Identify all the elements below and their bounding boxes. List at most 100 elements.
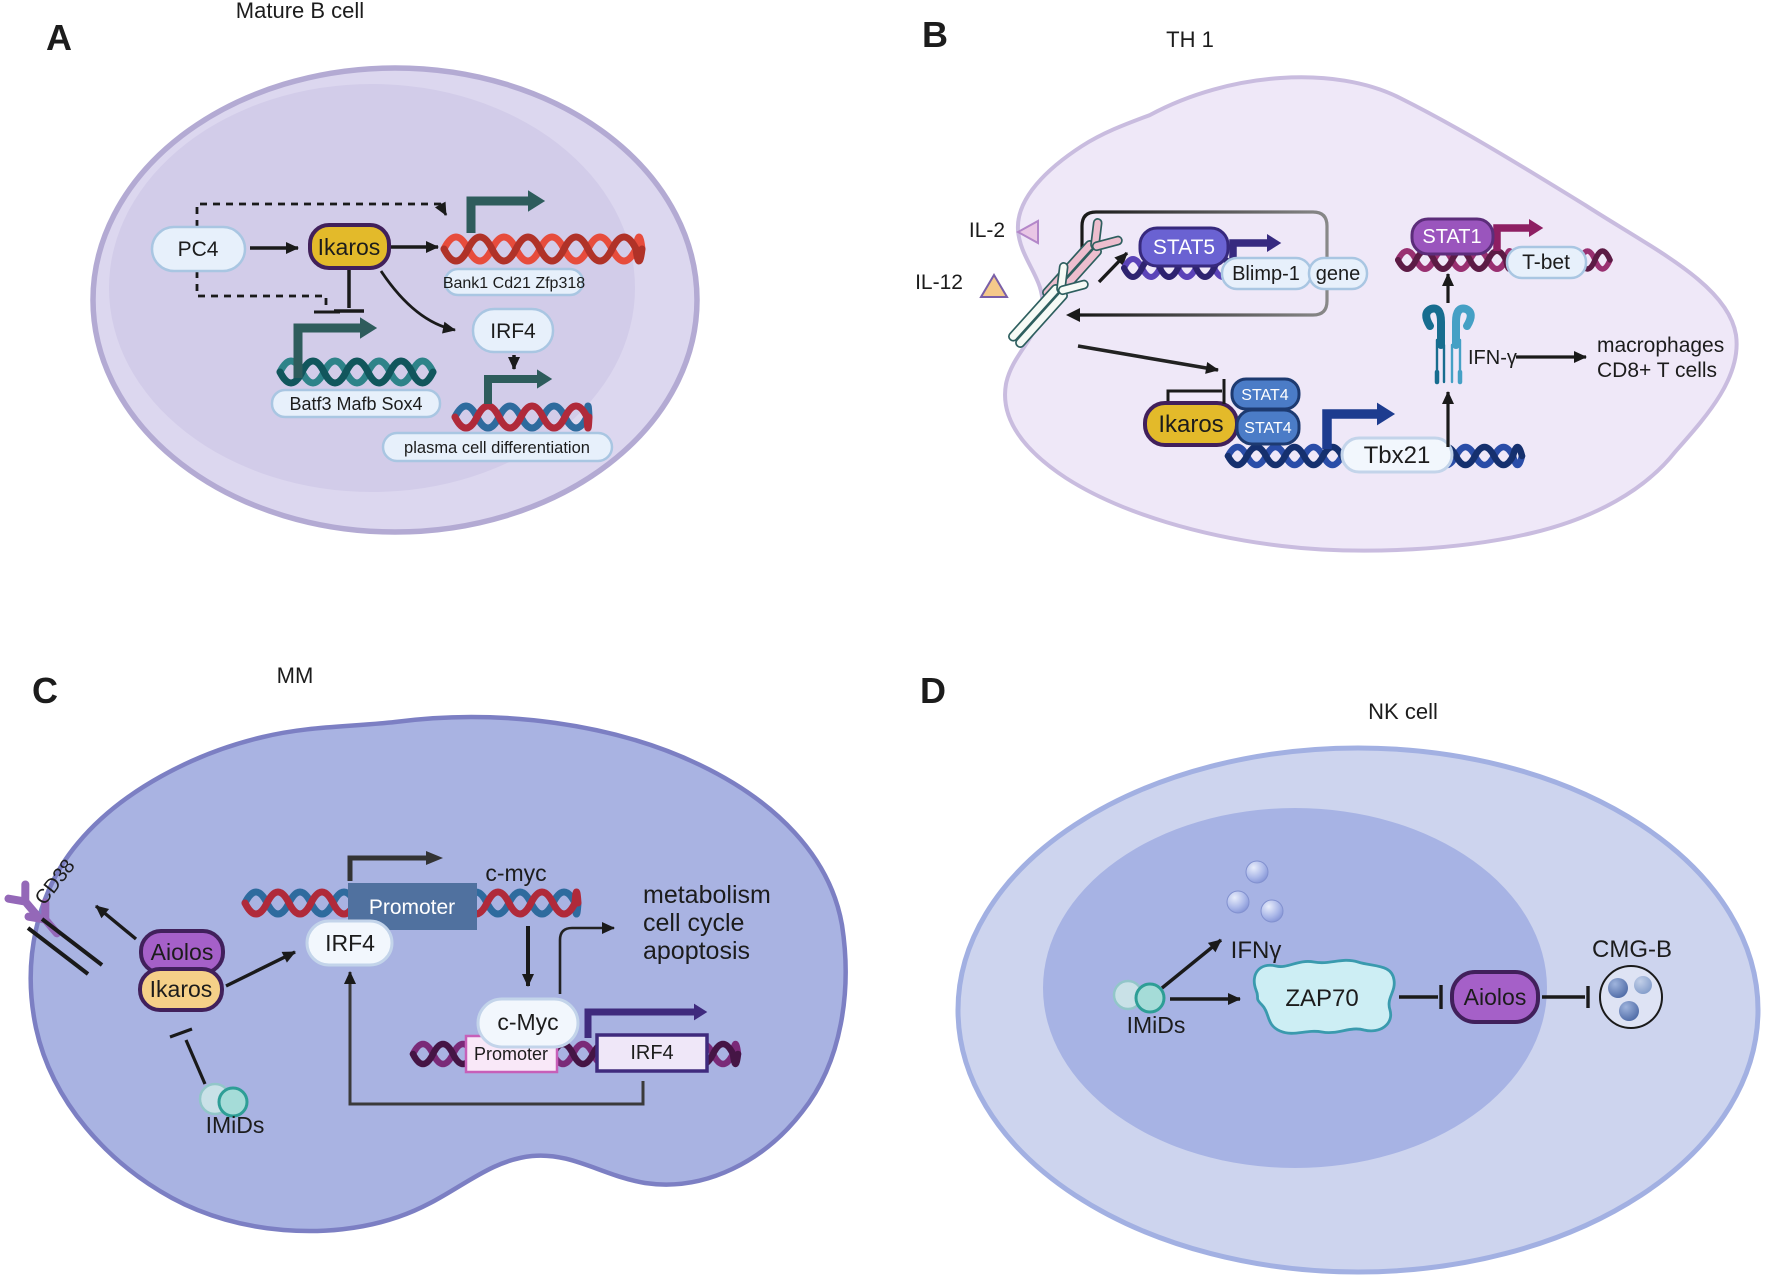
stat4-node-top: STAT4 (1230, 377, 1301, 411)
imids-molecule-2-c (217, 1086, 249, 1118)
feedback-loop (1078, 210, 1329, 317)
ikaros-node-b: Ikaros (1143, 401, 1239, 447)
dna-plasma (451, 402, 593, 432)
arrow-il12r-stat4 (1077, 344, 1219, 374)
aiolos-label-c: Aiolos (151, 939, 214, 965)
aiolos-label-d: Aiolos (1464, 984, 1527, 1010)
svg-text:T-bet: T-bet (1522, 251, 1570, 274)
stat4-node-bottom: STAT4 (1235, 408, 1301, 446)
irf4-promoter-label: Promoter (474, 1044, 548, 1064)
pc4-node: PC4 (150, 225, 247, 273)
il12-label: IL-12 (915, 271, 963, 294)
stat1-label: STAT1 (1422, 226, 1481, 248)
promoter-arrow-tbet (1493, 219, 1544, 251)
gene-label: gene (1307, 256, 1369, 291)
cmgb-granule-2 (1634, 976, 1652, 994)
irf4-gene-label: IRF4 (630, 1042, 673, 1064)
promoter-arrow-tbx21 (1322, 402, 1396, 449)
irf4-label-a: IRF4 (490, 320, 536, 343)
svg-text:Batf3 Mafb Sox4: Batf3 Mafb Sox4 (289, 394, 422, 414)
ifng-label-b: IFN-γ (1468, 347, 1517, 369)
blimp1-gene-label: Blimp-1 (1220, 256, 1313, 291)
imids-molecule-2-d (1134, 982, 1166, 1014)
bank1-gene-label: Bank1 Cd21 Zfp318 (443, 267, 585, 297)
membrane-tick-2 (40, 917, 104, 967)
cmgb-label: CMG-B (1592, 936, 1672, 963)
stat5-label: STAT5 (1153, 236, 1215, 259)
ifng-sphere-2 (1226, 890, 1250, 914)
arrow-ikaros-irf4-c (225, 950, 296, 988)
pc4-label: PC4 (178, 238, 219, 261)
panel-title-c: MM (277, 663, 314, 688)
arrow-imids-ifng (1160, 938, 1223, 990)
promoter-arrow-cmyc (347, 855, 426, 881)
dashed-inhibition-pc4-batf3 (195, 271, 328, 309)
il12-receptor-icon (1008, 262, 1089, 348)
panel-letter-a: A (46, 17, 72, 58)
batf3-gene-label: Batf3 Mafb Sox4 (270, 388, 442, 419)
tbet-gene-label: T-bet (1505, 245, 1588, 280)
arrow-il2r-stat5 (1097, 251, 1129, 284)
membrane-tick-1 (26, 926, 90, 976)
stat4-label-top: STAT4 (1241, 387, 1289, 404)
irf4-node-c: IRF4 (305, 919, 394, 967)
panel-c: C MM CD38 Promoter c-myc Aiolos Ikaros (4, 663, 848, 1234)
feedback-irf4gene-irf4 (344, 971, 645, 1106)
irf4-node-a: IRF4 (471, 307, 555, 354)
cmyc-node: c-Myc (476, 997, 580, 1049)
promoter-arrow-bank1 (466, 190, 546, 233)
cmyc-promoter-label: Promoter (369, 896, 455, 919)
ikaros-node-c: Ikaros (138, 967, 224, 1012)
macrophages-label: macrophages (1597, 334, 1724, 357)
ifng-sphere-3 (1260, 899, 1284, 923)
dna-batf3 (276, 357, 437, 387)
inhibition-ikaros-stat4 (1166, 389, 1222, 401)
tbx21-gene-label: Tbx21 (1340, 436, 1454, 474)
arrow-ikaros-irf4 (379, 270, 456, 334)
effect-cellcycle: cell cycle (643, 909, 744, 937)
inhibition-imids-ikaros (184, 1039, 207, 1085)
cmyc-gene-label: c-myc (485, 860, 546, 886)
il2-ligand-icon (1015, 219, 1039, 245)
irf4-label-c: IRF4 (325, 930, 375, 956)
il2-label: IL-2 (969, 219, 1005, 242)
ifng-sphere-1 (1245, 860, 1269, 884)
stat4-label-bottom: STAT4 (1244, 420, 1292, 437)
ikaros-node-a: Ikaros (308, 223, 391, 270)
svg-text:gene: gene (1316, 263, 1361, 285)
il12-ligand-icon (979, 273, 1009, 298)
cmyc-protein-label: c-Myc (497, 1009, 558, 1035)
stat1-node: STAT1 (1410, 217, 1495, 256)
imids-label-c: IMiDs (206, 1112, 265, 1138)
ikaros-label-c: Ikaros (150, 976, 213, 1002)
arrow-cmyc-effects (558, 922, 615, 994)
ikaros-label-a: Ikaros (318, 234, 381, 260)
svg-text:Tbx21: Tbx21 (1364, 442, 1431, 469)
cmgb-granule-3 (1619, 1001, 1639, 1021)
zap70-label: ZAP70 (1285, 985, 1358, 1012)
panel-letter-d: D (920, 670, 946, 711)
panel-title-d: NK cell (1368, 699, 1438, 724)
panel-title-b: TH 1 (1166, 27, 1214, 52)
promoter-arrow-irf4gene (584, 1003, 708, 1038)
dna-bank1 (440, 233, 646, 265)
ifn-gamma-receptor-icon (1422, 304, 1475, 385)
aiolos-node-d: Aiolos (1450, 970, 1540, 1024)
panel-letter-b: B (922, 14, 948, 55)
panel-a: A Mature B cell PC4 Ikaros (46, 0, 700, 535)
dashed-arrow-pc4-bank1 (195, 201, 448, 227)
zap70-node (1252, 958, 1396, 1035)
imids-label-d: IMiDs (1127, 1012, 1186, 1038)
ikaros-label-b: Ikaros (1158, 411, 1223, 438)
panel-letter-c: C (32, 670, 58, 711)
panel-b: B TH 1 STAT5 Blimp-1 gene (915, 14, 1739, 553)
svg-text:plasma cell differentiation: plasma cell differentiation (404, 439, 590, 457)
promoter-arrow-blimp1 (1229, 234, 1282, 264)
plasma-label: plasma cell differentiation (381, 431, 614, 463)
irf4-gene-box (595, 1033, 709, 1073)
effect-apoptosis: apoptosis (643, 937, 750, 965)
svg-text:Blimp-1: Blimp-1 (1232, 263, 1300, 285)
svg-text:Bank1 Cd21 Zfp318: Bank1 Cd21 Zfp318 (443, 275, 585, 292)
